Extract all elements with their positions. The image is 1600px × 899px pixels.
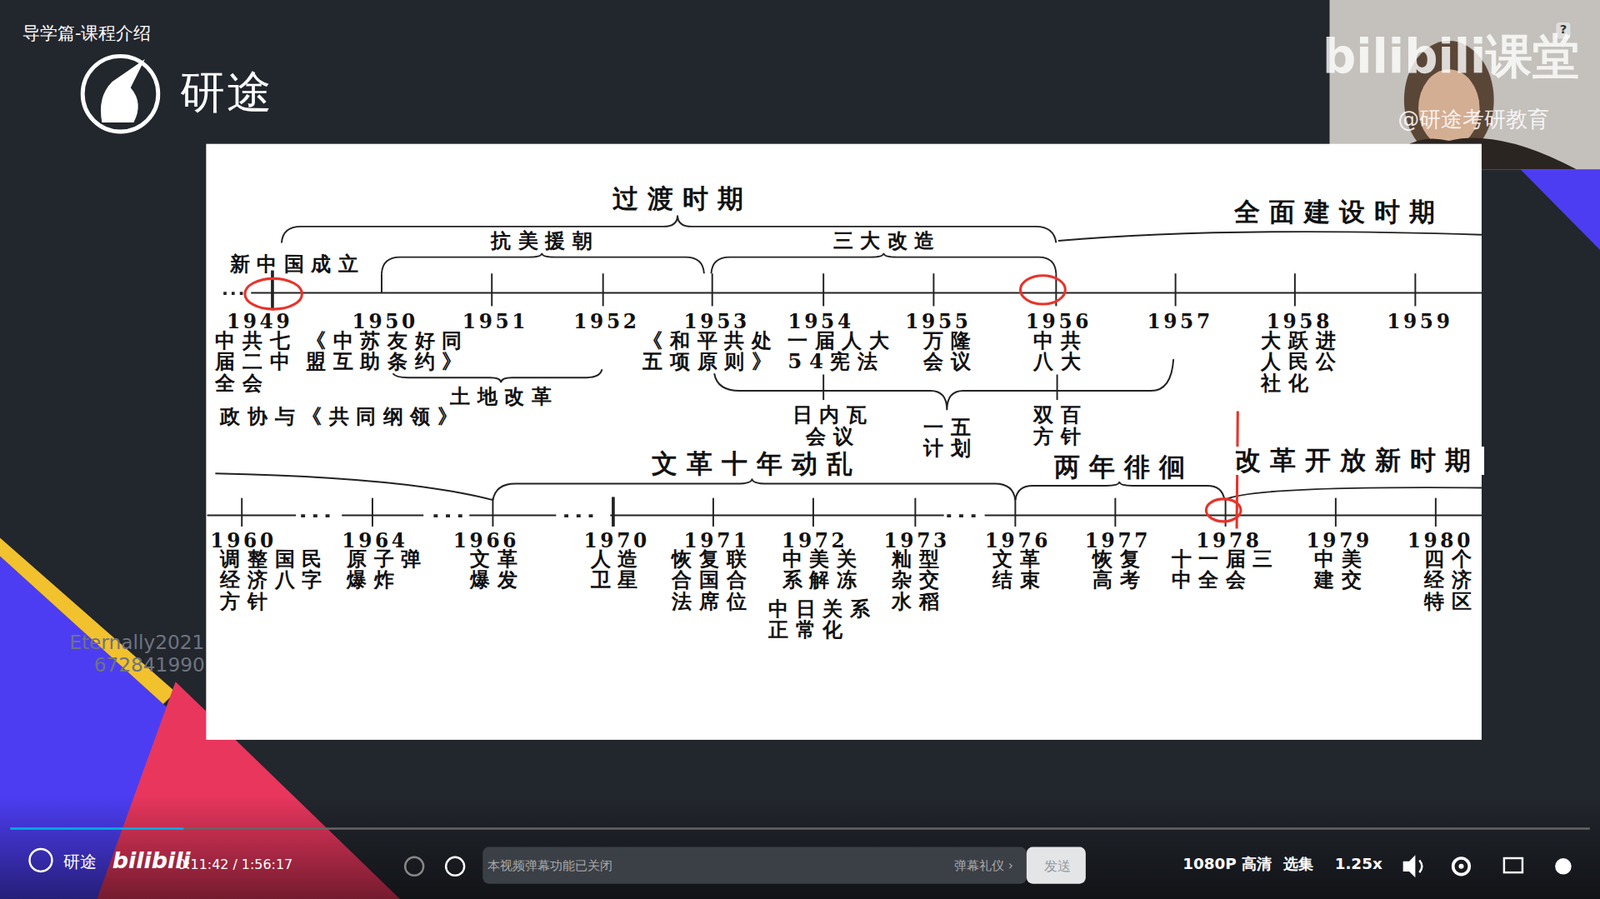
- year-label: 1956: [1025, 312, 1092, 331]
- event-label: 十一届三 中全会: [1171, 548, 1289, 591]
- episode-button: 选集: [1283, 855, 1314, 873]
- phase-label: 土地改革: [450, 385, 559, 408]
- user-watermark: Eternally2021: [69, 631, 205, 654]
- event-label: 文革 结束: [989, 548, 1050, 591]
- speed-button: 1.25x: [1335, 855, 1383, 873]
- year-label: 1958: [1266, 312, 1333, 331]
- event-label: 籼型 杂交 水稻: [888, 548, 950, 613]
- help-icon: ?: [1560, 22, 1568, 36]
- channel-watermark: @研途考研教育: [1398, 107, 1550, 131]
- brand-logo-text: 研途: [180, 67, 275, 117]
- event-label: 《中苏友好同 盟互助条约》: [305, 330, 478, 373]
- send-button-text: 发送: [1044, 859, 1071, 875]
- year-label: 1950: [352, 312, 419, 331]
- year-label: 1951: [462, 312, 529, 331]
- event-label: 新中国成立: [230, 253, 366, 276]
- year-label: 1955: [905, 312, 971, 331]
- event-label: 政协与《共同纲领》: [220, 405, 465, 428]
- event-label: 日内瓦 会议: [789, 404, 879, 447]
- event-label: 中美关 系解冻: [778, 548, 868, 591]
- period-heading: 改革开放新时期: [1230, 446, 1485, 475]
- event-label: 万隆 会议: [920, 330, 981, 373]
- period-heading: 过渡时期: [612, 185, 753, 214]
- year-label: 1954: [787, 312, 854, 331]
- event-label: 中共 八大: [1030, 330, 1091, 373]
- event-label: 恢复联 合国合 法席位: [668, 548, 758, 613]
- player-logo-text: 研途: [63, 853, 97, 872]
- period-heading: 文革十年动乱: [651, 450, 862, 479]
- year-label: 1959: [1386, 312, 1453, 331]
- event-label: 一届人大 54宪法: [787, 330, 905, 373]
- event-label: 大跃进 人民公 社化: [1260, 330, 1350, 395]
- event-label: 一五 计划: [920, 416, 981, 460]
- year-label: 1957: [1146, 312, 1213, 331]
- event-label: 《和平共处 五项原则》: [642, 330, 787, 373]
- phase-label: 抗美援朝: [490, 230, 600, 253]
- event-label: 文革 爆发: [466, 548, 528, 591]
- user-watermark: 672841990: [94, 654, 205, 676]
- quality-button: 1080P 高清: [1182, 855, 1272, 873]
- event-label: 恢复 高考: [1089, 548, 1150, 591]
- video-title: 导学篇-课程介绍: [22, 24, 152, 44]
- event-label: 双百 方针: [1030, 404, 1091, 447]
- time-display: 0:11:42 / 1:56:17: [177, 857, 293, 873]
- event-label: 四个 经济 特区: [1420, 548, 1482, 613]
- event-label: 调整国民 经济八字 方针: [220, 548, 337, 613]
- year-label: 1952: [573, 312, 640, 331]
- platform-watermark: bilibili课堂: [1322, 30, 1580, 83]
- phase-label: 三大改造: [833, 230, 942, 253]
- event-label: 人造 卫星: [587, 548, 649, 591]
- event-label: 中日关系 正常化: [768, 598, 885, 641]
- year-label: 1953: [684, 312, 750, 331]
- event-label: 中美 建交: [1310, 548, 1372, 591]
- event-label: 中共七 届二中 全会: [215, 330, 305, 395]
- year-label: 1949: [226, 312, 293, 331]
- period-heading: 全面建设时期: [1234, 198, 1445, 227]
- period-heading: 两年徘徊: [1054, 453, 1195, 482]
- event-label: 原子弹 爆炸: [346, 548, 436, 591]
- danmaku-input-hint: 本视频弹幕功能已关闭: [487, 859, 613, 874]
- danmaku-etiquette-link: 弹幕礼仪 ›: [954, 859, 1014, 874]
